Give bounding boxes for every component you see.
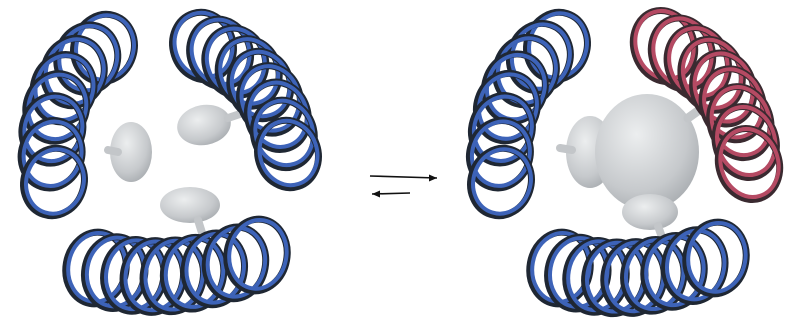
right-state-helix-bottom — [524, 217, 752, 318]
left-state-domain-right — [174, 101, 234, 150]
left-stalk-left — [108, 150, 118, 152]
left-state-helix-upper-right — [164, 4, 327, 195]
right-state-domain-bottom — [622, 194, 678, 230]
right-stalk-left — [560, 148, 572, 150]
right-state-domain-center — [595, 94, 699, 210]
forward-arrow — [370, 176, 437, 178]
left-state-helix-upper-left — [13, 6, 143, 223]
right-state-helix-upper-left — [461, 4, 596, 223]
forward-arrowhead — [429, 175, 437, 182]
left-state-domain-bottom — [160, 187, 220, 223]
equilibrium-arrows — [370, 175, 437, 198]
left-state-helix-bottom — [60, 214, 293, 317]
reverse-arrowhead — [372, 191, 380, 198]
